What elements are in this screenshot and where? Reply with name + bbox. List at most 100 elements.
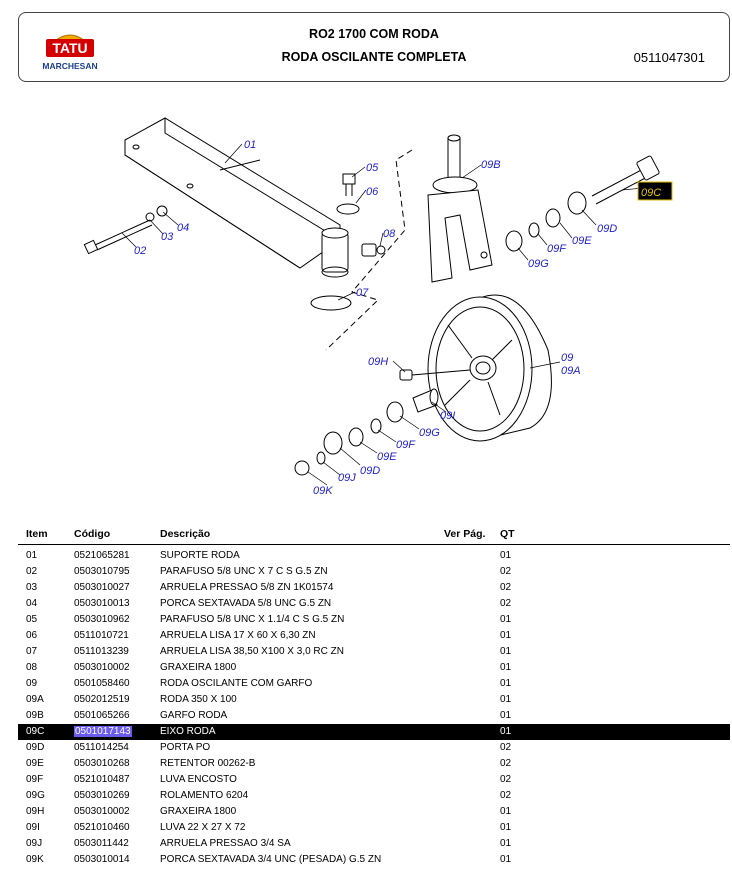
cell-qt: 01 xyxy=(500,710,512,721)
header-title-line1: RO2 1700 COM RODA xyxy=(309,27,439,41)
label-09d-2: 09D xyxy=(360,465,380,477)
header-qt: QT xyxy=(500,528,515,540)
part-09a-wheel xyxy=(427,294,552,442)
cell-item: 09H xyxy=(26,806,45,817)
cell-item: 06 xyxy=(26,630,38,641)
label-09h: 09H xyxy=(368,356,388,368)
cell-code: 0503010013 xyxy=(74,598,130,609)
label-03: 03 xyxy=(161,231,174,243)
part-05-bolt xyxy=(342,173,356,196)
exploded-parts-diagram: 01 02 03 04 05 06 07 08 09 09A 09B 09C 0… xyxy=(83,117,673,497)
cell-code: 0503010002 xyxy=(74,662,130,673)
cell-desc: LUVA 22 X 27 X 72 xyxy=(160,822,246,833)
cell-item: 09I xyxy=(26,822,40,833)
header-item: Item xyxy=(26,528,48,540)
part-02-bolt xyxy=(83,219,153,255)
cell-item: 08 xyxy=(26,662,38,673)
label-01: 01 xyxy=(244,139,256,151)
logo-text: TATU xyxy=(52,40,87,56)
table-row[interactable]: 08 0503010002 GRAXEIRA 1800 01 xyxy=(18,660,730,676)
cell-qt: 02 xyxy=(500,582,512,593)
cell-desc: PARAFUSO 5/8 UNC X 1.1/4 C S G.5 ZN xyxy=(160,614,345,625)
cell-qt: 02 xyxy=(500,598,512,609)
label-09e: 09E xyxy=(572,235,592,247)
label-09f: 09F xyxy=(547,243,567,255)
cell-desc: ARRUELA PRESSAO 5/8 ZN 1K01574 xyxy=(160,582,334,593)
cell-desc: EIXO RODA xyxy=(160,726,216,737)
cell-desc: RODA OSCILANTE COM GARFO xyxy=(160,678,313,689)
cell-code: 0503010014 xyxy=(74,854,130,865)
cell-code: 0503011442 xyxy=(74,838,129,849)
header-divider xyxy=(18,544,730,545)
cell-qt: 01 xyxy=(500,806,512,817)
cell-item: 04 xyxy=(26,598,38,609)
label-08: 08 xyxy=(383,228,396,240)
header-code: Código xyxy=(74,528,111,540)
cell-desc: PORCA SEXTAVADA 3/4 UNC (PESADA) G.5 ZN xyxy=(160,854,382,865)
label-09b: 09B xyxy=(481,159,501,171)
cell-item: 07 xyxy=(26,646,38,657)
cell-qt: 01 xyxy=(500,854,512,865)
document-code: 0511047301 xyxy=(633,50,705,65)
part-09g-bearing-2 xyxy=(386,401,404,423)
label-07: 07 xyxy=(356,287,369,299)
label-02: 02 xyxy=(134,245,146,257)
cell-code: 0502012519 xyxy=(74,694,130,705)
part-09k-nut xyxy=(294,460,310,476)
label-06: 06 xyxy=(366,186,379,198)
header-ver-pag: Ver Pág. xyxy=(444,528,486,540)
cell-item: 01 xyxy=(26,550,38,561)
cell-qt: 01 xyxy=(500,662,512,673)
part-09f-sleeve-2 xyxy=(370,418,382,434)
label-09g-2: 09G xyxy=(419,427,440,439)
label-09a: 09A xyxy=(561,365,581,377)
cell-item: 09A xyxy=(26,694,44,705)
part-09d-dust-cover-2 xyxy=(323,431,343,455)
cell-item: 09D xyxy=(26,742,45,753)
cell-desc: LUVA ENCOSTO xyxy=(160,774,237,785)
cell-code: 0511014254 xyxy=(74,742,129,753)
tatu-marchesan-logo: TATU MARCHESAN xyxy=(42,34,98,71)
cell-qt: 01 xyxy=(500,694,512,705)
cell-qt: 02 xyxy=(500,790,512,801)
cell-code: 0501017143 xyxy=(74,726,132,737)
cell-code: 0503010269 xyxy=(74,790,130,801)
header-title-line2: RODA OSCILANTE COMPLETA xyxy=(281,50,467,64)
cell-desc: RETENTOR 00262-B xyxy=(160,758,256,769)
cell-qt: 02 xyxy=(500,742,512,753)
cell-qt: 02 xyxy=(500,566,512,577)
cell-item: 09F xyxy=(26,774,44,785)
cell-desc: GRAXEIRA 1800 xyxy=(160,662,237,673)
cell-desc: ARRUELA PRESSAO 3/4 SA xyxy=(160,838,291,849)
part-08-grease-fitting xyxy=(361,243,386,257)
cell-code: 0503010795 xyxy=(74,566,130,577)
cell-item: 09 xyxy=(26,678,38,689)
cell-item: 05 xyxy=(26,614,38,625)
cell-code: 0521010460 xyxy=(74,822,130,833)
cell-code: 0503010027 xyxy=(74,582,130,593)
cell-desc: ARRUELA LISA 17 X 60 X 6,30 ZN xyxy=(160,630,316,641)
cell-qt: 01 xyxy=(500,646,512,657)
cell-desc: SUPORTE RODA xyxy=(160,550,240,561)
header-description: Descrição xyxy=(160,528,211,540)
